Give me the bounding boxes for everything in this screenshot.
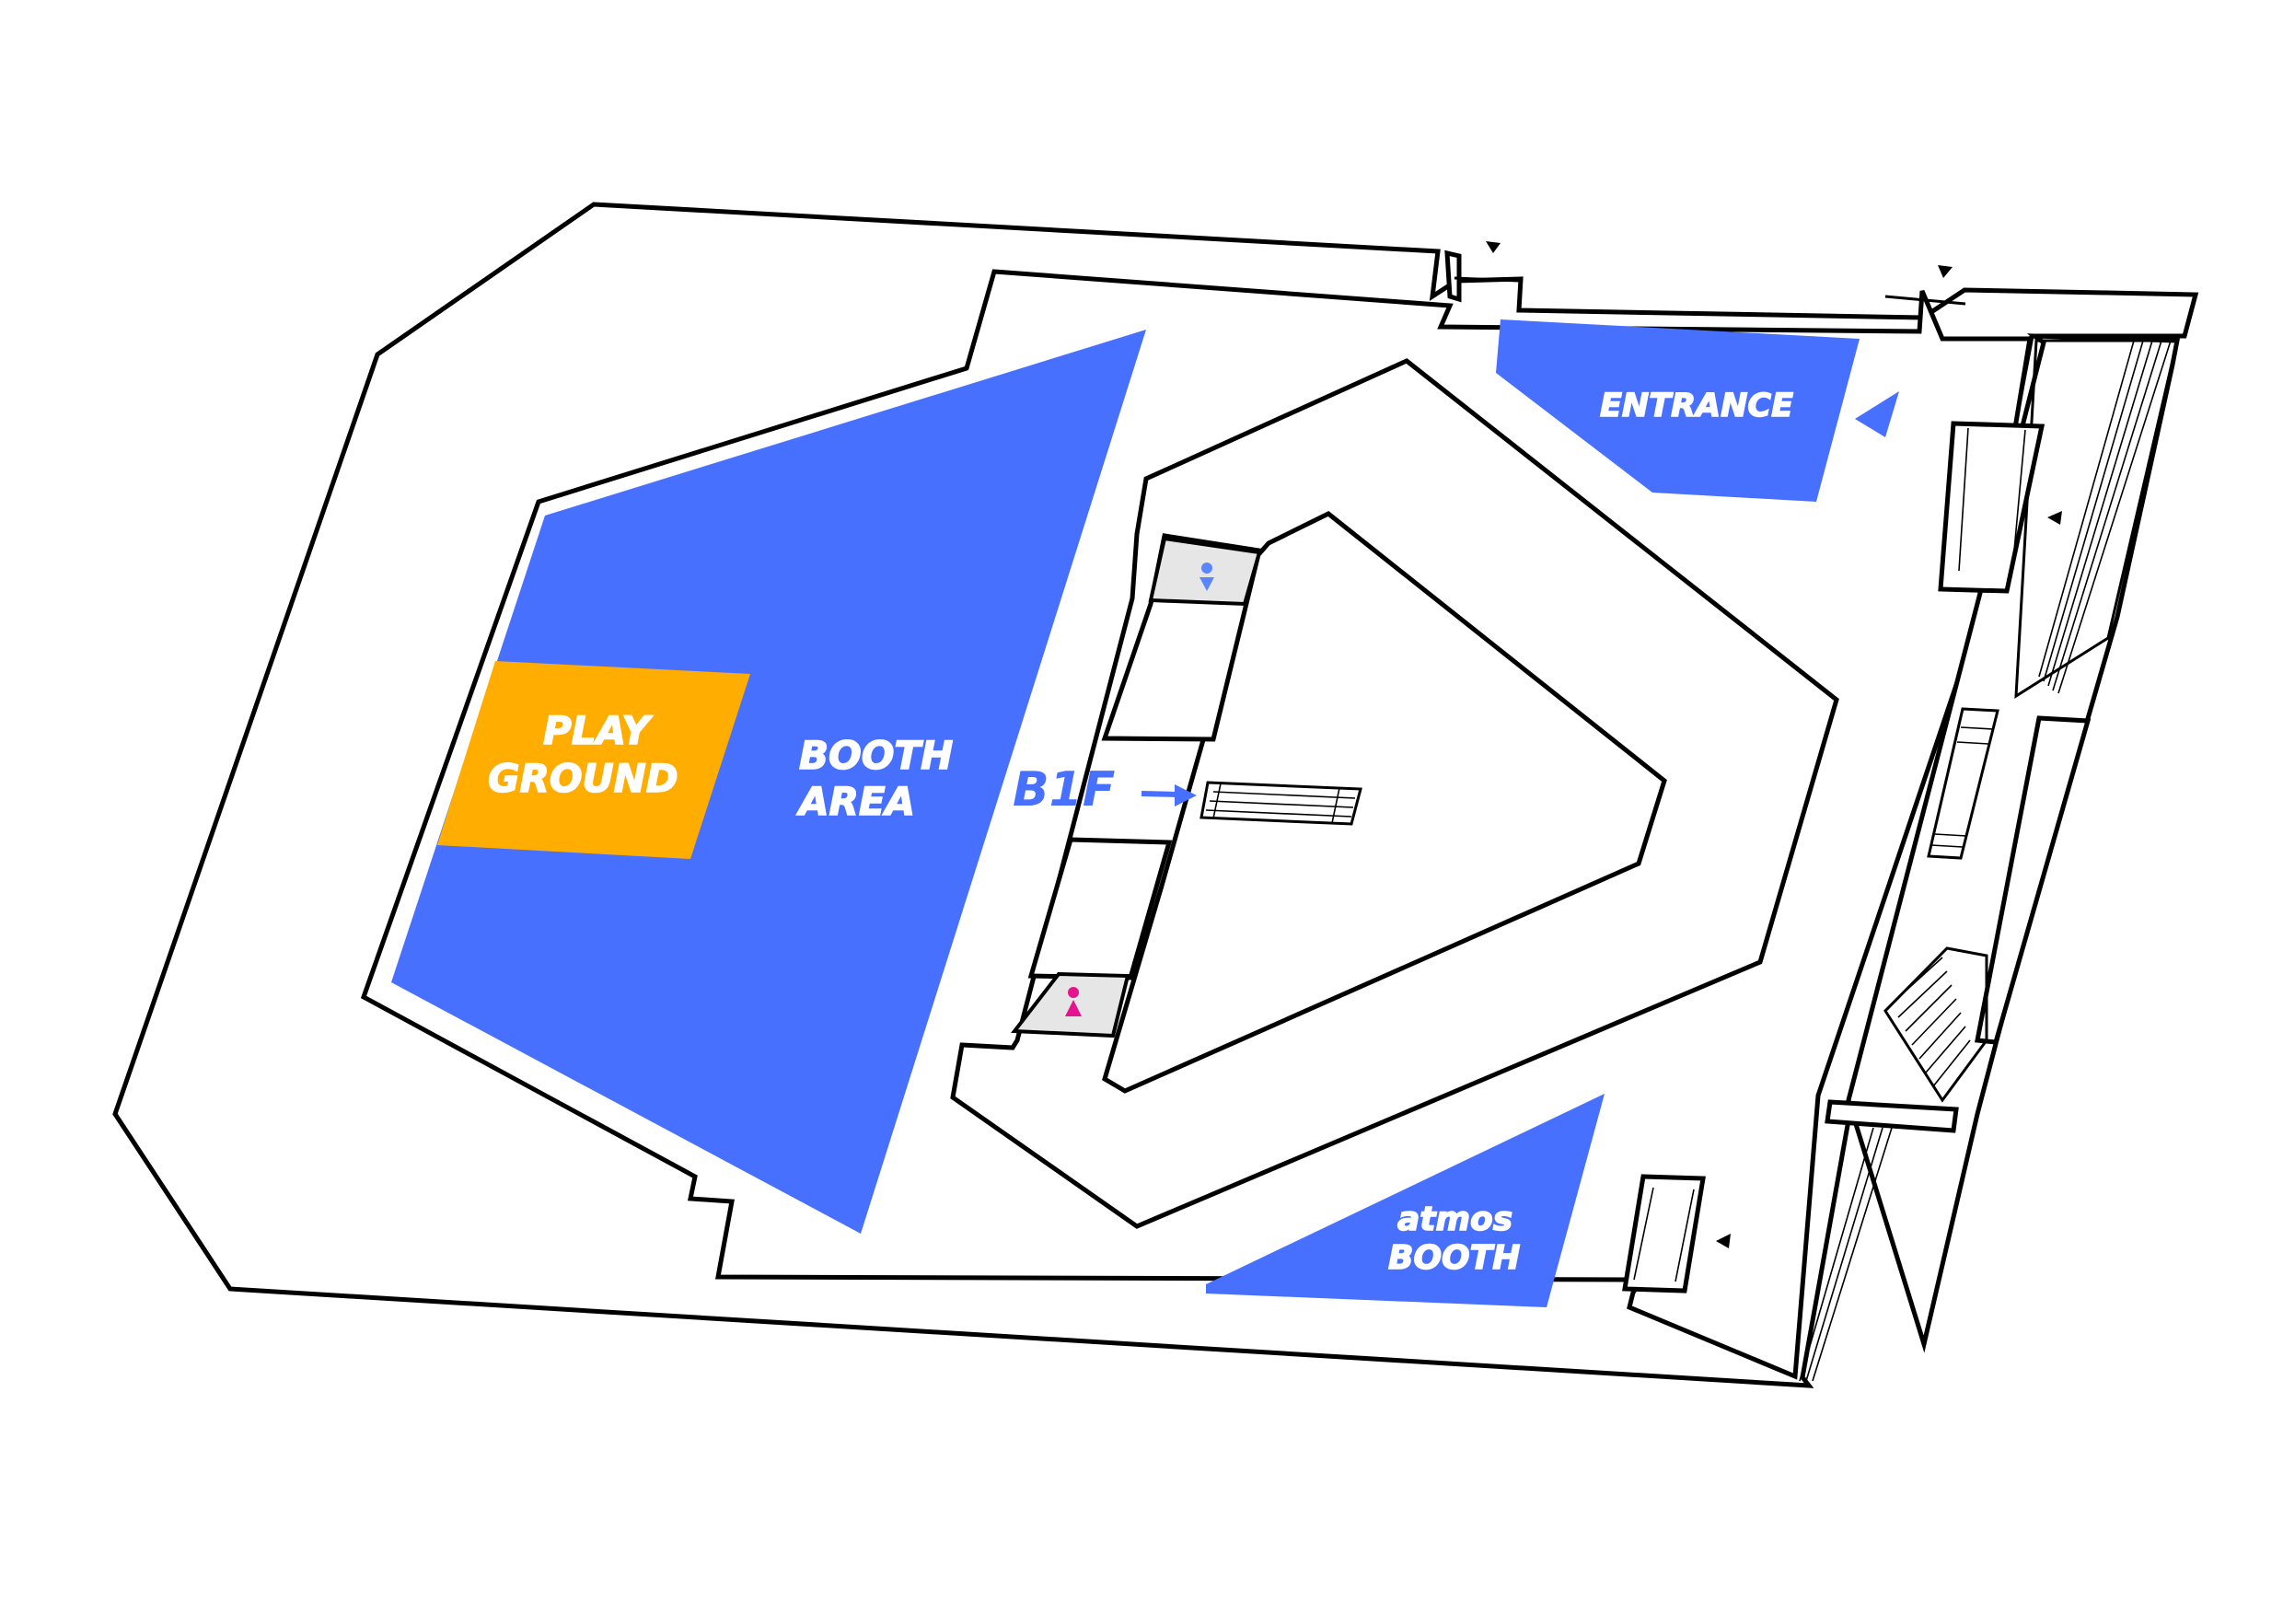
booth-area-zone[interactable] [391, 330, 1146, 1234]
east-room-upper-detail [1958, 427, 2026, 572]
east-stairs-lower[interactable] [1883, 946, 1988, 1103]
entrance-label: ENTRANCE [1600, 388, 1793, 424]
east-room-lower-detail [1633, 1187, 1695, 1282]
entrance-arrow-icon [1855, 391, 1899, 437]
east-lower-stairs[interactable] [1799, 1127, 1893, 1382]
east-landing [1825, 1099, 1959, 1133]
north-doors [1444, 249, 1966, 306]
east-escalator[interactable] [1927, 707, 1999, 860]
playground-zone[interactable] [437, 661, 750, 859]
triangle-marker-icon [1486, 241, 1501, 253]
atmos-booth-label-line1: atmos [1397, 1201, 1512, 1238]
playground-label-line2: GROUND [488, 756, 678, 801]
atmos-booth-label-line2: BOOTH [1388, 1239, 1520, 1277]
b1f-stairs[interactable] [1199, 781, 1362, 826]
entrance-zone[interactable] [1496, 319, 1860, 502]
male-restroom-icon [1199, 563, 1214, 591]
b1f-label: B1F [1013, 762, 1115, 818]
east-room-middle [1975, 715, 2092, 1045]
atmos-booth-zone[interactable] [1206, 1094, 1605, 1307]
female-restroom-icon [1065, 987, 1082, 1016]
booth-area-label-line2: AREA [796, 779, 915, 824]
arrow-right-icon [1141, 784, 1197, 806]
restroom-block-lower [1027, 837, 1173, 980]
booth-area-label-line1: BOOTH [799, 733, 953, 778]
playground-label-line1: PLAY [543, 708, 653, 753]
east-stairs-upper[interactable] [2014, 339, 2179, 699]
east-room-lower [1622, 1174, 1706, 1293]
triangle-marker-icon [1938, 265, 1953, 278]
triangle-marker-icon [2047, 511, 2062, 525]
triangle-marker-icon [1716, 1234, 1731, 1248]
